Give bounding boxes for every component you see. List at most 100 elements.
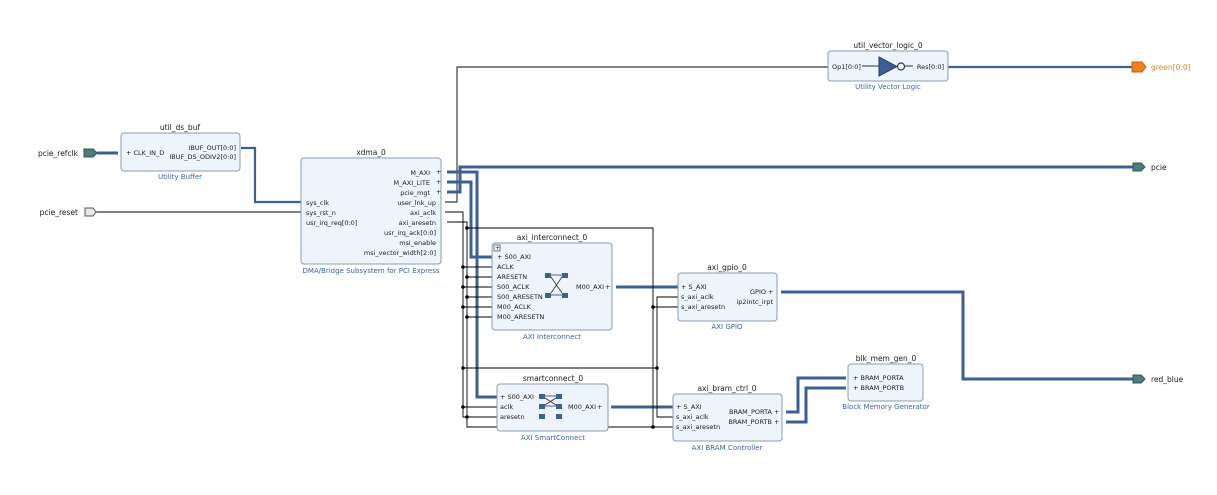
port-label: red_blue xyxy=(1151,375,1184,384)
block-xdma[interactable]: xdma_0 sys_clk sys_rst_n usr_irq_req[0:0… xyxy=(300,148,442,275)
pin-s-axi[interactable]: + S_AXI xyxy=(676,403,702,411)
port-label: pcie_refclk xyxy=(38,149,79,158)
svg-text:+: + xyxy=(495,245,500,252)
net-bram-portb[interactable] xyxy=(786,386,846,424)
net-user-lnk-up[interactable] xyxy=(445,66,828,203)
pin-msi-enable[interactable]: msi_enable xyxy=(399,239,436,247)
pin-s00-axi[interactable]: + S00_AXI xyxy=(497,253,531,261)
block-instance-name: util_vector_logic_0 xyxy=(853,41,923,50)
crossbar-icon xyxy=(539,394,562,419)
port-green[interactable]: green[0:0] xyxy=(1131,61,1191,73)
net-gpio[interactable] xyxy=(781,290,1133,381)
pin-bram-portb[interactable]: BRAM_PORTB xyxy=(728,418,772,426)
pin-ibuf-ds-odiv2[interactable]: IBUF_DS_ODIV2[0:0] xyxy=(169,153,236,161)
pin-usr-irq-ack[interactable]: usr_irq_ack[0:0] xyxy=(384,229,436,237)
port-label: pcie_reset xyxy=(40,208,78,217)
pin-m-axi[interactable]: M_AXI xyxy=(410,169,430,177)
pin-op1[interactable]: Op1[0:0] xyxy=(832,63,861,71)
svg-text:+: + xyxy=(605,283,610,291)
block-smartconnect[interactable]: smartconnect_0 + S00_AXI aclk aresetn M0… xyxy=(496,374,609,442)
block-instance-name: axi_gpio_0 xyxy=(707,263,747,272)
block-type-label: AXI SmartConnect xyxy=(521,434,585,442)
expand-icon[interactable] xyxy=(493,244,501,252)
pin-clk-in-d[interactable]: + CLK_IN_D xyxy=(126,149,164,157)
port-red-blue[interactable]: red_blue xyxy=(1132,374,1184,384)
block-instance-name: smartconnect_0 xyxy=(523,374,583,383)
svg-text:+: + xyxy=(436,168,441,176)
svg-text:+: + xyxy=(436,178,441,186)
block-type-label: AXI BRAM Controller xyxy=(692,444,763,452)
pin-s-axi[interactable]: + S_AXI xyxy=(681,283,707,291)
net-m-axi[interactable] xyxy=(447,170,497,399)
pin-m00-axi[interactable]: M00_AXI xyxy=(568,403,596,411)
block-type-label: Utility Buffer xyxy=(158,173,202,181)
pin-aresetn[interactable]: ARESETN xyxy=(497,273,527,281)
pin-ip2intc-irpt[interactable]: ip2intc_irpt xyxy=(736,298,773,306)
pin-m00-aresetn[interactable]: M00_ARESETN xyxy=(497,313,544,321)
block-instance-name: axi_interconnect_0 xyxy=(517,233,588,242)
svg-text:+: + xyxy=(774,418,779,426)
port-arrow-icon xyxy=(84,207,97,217)
pin-s-axi-aclk[interactable]: s_axi_aclk xyxy=(676,413,709,421)
block-axi-gpio[interactable]: axi_gpio_0 + S_AXI s_axi_aclk s_axi_ares… xyxy=(677,263,778,331)
block-util-vector-logic[interactable]: util_vector_logic_0 Op1[0:0] Res[0:0] Ut… xyxy=(827,41,949,91)
block-instance-name: util_ds_buf xyxy=(160,123,201,132)
net-m-axi-lite[interactable] xyxy=(447,180,492,259)
pin-m00-axi[interactable]: M00_AXI xyxy=(576,283,604,291)
pin-s-axi-aclk[interactable]: s_axi_aclk xyxy=(681,293,714,301)
port-arrow-icon xyxy=(1132,162,1146,172)
port-arrow-icon xyxy=(1131,61,1147,73)
pin-pcie-mgt[interactable]: pcie_mgt xyxy=(400,189,430,197)
net-axi-aresetn[interactable] xyxy=(447,221,678,428)
pin-user-lnk-up[interactable]: user_lnk_up xyxy=(397,199,436,207)
port-arrow-icon xyxy=(1132,374,1146,384)
pin-sys-rst-n[interactable]: sys_rst_n xyxy=(306,209,336,217)
pin-axi-aresetn[interactable]: axi_aresetn xyxy=(399,219,436,227)
block-blk-mem-gen[interactable]: blk_mem_gen_0 + BRAM_PORTA + BRAM_PORTB … xyxy=(842,354,930,411)
pin-m00-aclk[interactable]: M00_ACLK xyxy=(497,303,532,311)
port-pcie-reset[interactable]: pcie_reset xyxy=(40,207,97,217)
pin-s00-aresetn[interactable]: S00_ARESETN xyxy=(497,293,543,301)
block-util-ds-buf[interactable]: util_ds_buf + CLK_IN_D IBUF_OUT[0:0] IBU… xyxy=(120,123,241,181)
pin-bram-porta[interactable]: + BRAM_PORTA xyxy=(853,374,904,382)
pin-m-axi-lite[interactable]: M_AXI_LITE xyxy=(393,179,430,187)
port-pcie[interactable]: pcie xyxy=(1132,162,1167,172)
pin-bram-portb[interactable]: + BRAM_PORTB xyxy=(853,384,904,392)
pin-axi-aclk[interactable]: axi_aclk xyxy=(410,209,436,217)
svg-text:+: + xyxy=(768,288,773,296)
block-axi-interconnect[interactable]: axi_interconnect_0 + + S00_AXI ACLK ARES… xyxy=(491,233,613,341)
pin-sys-clk[interactable]: sys_clk xyxy=(306,199,329,207)
net-pcie-mgt[interactable] xyxy=(447,165,1133,194)
port-arrow-icon xyxy=(83,148,98,158)
block-instance-name: axi_bram_ctrl_0 xyxy=(697,384,756,393)
pin-gpio[interactable]: GPIO xyxy=(750,288,766,296)
pin-s-axi-aresetn[interactable]: s_axi_aresetn xyxy=(676,423,720,431)
block-axi-bram-ctrl[interactable]: axi_bram_ctrl_0 + S_AXI s_axi_aclk s_axi… xyxy=(672,384,783,452)
pin-aresetn[interactable]: aresetn xyxy=(500,413,525,421)
svg-text:+: + xyxy=(774,408,779,416)
nets xyxy=(96,65,1133,429)
net-axi-aclk[interactable] xyxy=(445,211,678,418)
net-ibuf-out[interactable] xyxy=(241,146,301,204)
net-bram-porta[interactable] xyxy=(786,376,846,414)
pin-aclk[interactable]: aclk xyxy=(500,403,513,411)
svg-text:+: + xyxy=(597,403,602,411)
pin-usr-irq-req[interactable]: usr_irq_req[0:0] xyxy=(306,219,357,227)
block-type-label: Utility Vector Logic xyxy=(855,83,921,91)
port-pcie-refclk[interactable]: pcie_refclk xyxy=(38,148,98,158)
pin-s00-aclk[interactable]: S00_ACLK xyxy=(497,283,530,291)
pin-bram-porta[interactable]: BRAM_PORTA xyxy=(729,408,773,416)
block-type-label: AXI GPIO xyxy=(711,323,743,331)
inverter-icon xyxy=(862,56,913,77)
pin-msi-vector-width[interactable]: msi_vector_width[2:0] xyxy=(364,249,436,257)
block-instance-name: blk_mem_gen_0 xyxy=(856,354,917,363)
pin-s-axi-aresetn[interactable]: s_axi_aresetn xyxy=(681,303,725,311)
block-type-label: AXI Interconnect xyxy=(523,333,581,341)
port-label: pcie xyxy=(1151,163,1167,172)
pin-s00-axi[interactable]: + S00_AXI xyxy=(500,393,534,401)
pin-res[interactable]: Res[0:0] xyxy=(917,63,944,71)
pin-aclk[interactable]: ACLK xyxy=(497,263,514,271)
block-type-label: DMA/Bridge Subsystem for PCI Express xyxy=(302,267,439,275)
pin-ibuf-out[interactable]: IBUF_OUT[0:0] xyxy=(189,144,237,152)
